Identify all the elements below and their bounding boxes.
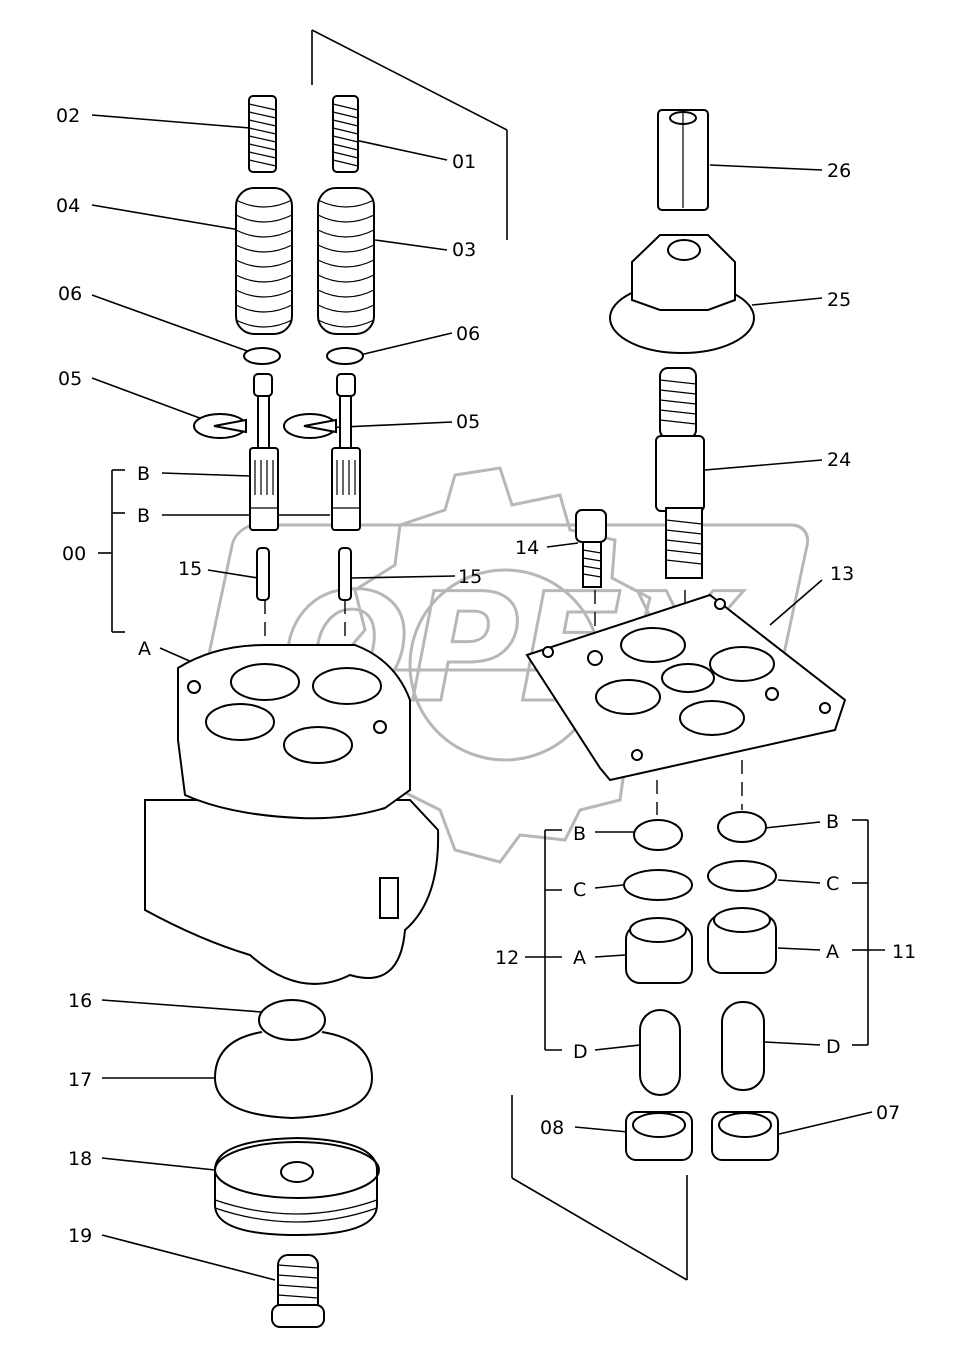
- part-07-nut: [711, 1111, 779, 1161]
- callout-00-a: A: [138, 638, 151, 660]
- callout-13: 13: [830, 563, 854, 585]
- callout-02: 02: [56, 105, 80, 127]
- callout-15-left: 15: [178, 558, 202, 580]
- part-01-small-spring: [332, 95, 359, 173]
- callout-06-right: 06: [456, 323, 480, 345]
- callout-03: 03: [452, 239, 476, 261]
- callout-05-right: 05: [456, 411, 480, 433]
- callout-12: 12: [495, 947, 519, 969]
- callout-17: 17: [68, 1069, 92, 1091]
- watermark-frame: [207, 523, 810, 672]
- callout-11-d: D: [826, 1036, 841, 1058]
- callout-11-a: A: [826, 941, 839, 963]
- part-00-housing: [144, 644, 440, 985]
- part-11-assembly: [707, 811, 777, 1091]
- part-00-spool-left: [249, 373, 279, 531]
- leader-lines: [91, 114, 873, 1281]
- callout-11-b: B: [826, 811, 839, 833]
- callout-11-c: C: [826, 873, 839, 895]
- part-04-large-spring: [235, 187, 293, 335]
- part-06-washer-right: [326, 347, 364, 365]
- part-26-coupling: [657, 109, 709, 211]
- part-00-spool-right: [331, 373, 361, 531]
- callout-06-left: 06: [58, 283, 82, 305]
- part-05-clip-right: [283, 413, 337, 439]
- callout-12-c: C: [573, 879, 586, 901]
- callout-12-b: B: [573, 823, 586, 845]
- callout-01: 01: [452, 151, 476, 173]
- part-13-plate: [525, 593, 847, 782]
- callout-24: 24: [827, 449, 851, 471]
- callout-00-b-lower: B: [137, 505, 150, 527]
- callout-12-d: D: [573, 1041, 588, 1063]
- callout-labels: 02 01 04 03 06 06 05 05 B B 00 15 15 A 1…: [56, 105, 916, 1247]
- part-02-small-spring: [248, 95, 277, 173]
- callout-14: 14: [515, 537, 539, 559]
- part-15-pin-left: [256, 547, 270, 601]
- callout-19: 19: [68, 1225, 92, 1247]
- part-14-bolt: [575, 509, 607, 588]
- group-lines-upper: [98, 29, 885, 1281]
- callout-18: 18: [68, 1148, 92, 1170]
- callout-05-left: 05: [58, 368, 82, 390]
- part-08-nut: [625, 1111, 693, 1161]
- callout-16: 16: [68, 990, 92, 1012]
- callout-04: 04: [56, 195, 80, 217]
- part-19-plug: [271, 1254, 325, 1328]
- callout-11: 11: [892, 941, 916, 963]
- part-24-joint: [655, 367, 705, 579]
- callout-08: 08: [540, 1117, 564, 1139]
- part-15-pin-right: [338, 547, 352, 601]
- callout-00-b-upper: B: [137, 463, 150, 485]
- callout-07: 07: [876, 1102, 900, 1124]
- part-03-large-spring: [317, 187, 375, 335]
- callout-15-right: 15: [458, 566, 482, 588]
- part-12-assembly: [623, 819, 693, 1096]
- part-16-oring: [258, 999, 326, 1041]
- callout-00: 00: [62, 543, 86, 565]
- part-17-boot: [214, 1031, 374, 1120]
- part-06-washer-left: [243, 347, 281, 365]
- callout-12-a: A: [573, 947, 586, 969]
- callout-25: 25: [827, 289, 851, 311]
- part-18-cover: [214, 1136, 380, 1237]
- callout-26: 26: [827, 160, 851, 182]
- part-05-clip-left: [193, 413, 247, 439]
- part-25-nut: [609, 234, 755, 354]
